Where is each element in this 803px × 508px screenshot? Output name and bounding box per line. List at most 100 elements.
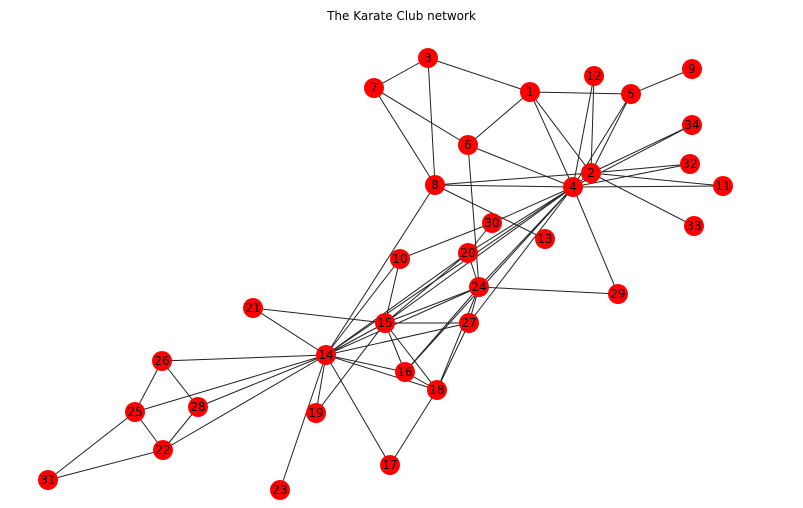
node-22: 22	[153, 440, 173, 460]
node-circle	[418, 48, 438, 68]
node-circle	[459, 313, 479, 333]
edge-4-14	[325, 186, 574, 356]
node-label: 3	[424, 51, 432, 65]
node-label: 12	[586, 69, 601, 83]
node-10: 10	[390, 249, 410, 269]
edge-10-14	[325, 258, 401, 356]
chart-title: The Karate Club network	[327, 9, 476, 23]
edge-3-7	[373, 57, 429, 89]
edge-20-14	[325, 252, 469, 356]
node-circle	[380, 455, 400, 475]
node-21: 21	[243, 298, 263, 318]
edge-18-17	[389, 389, 438, 466]
node-5: 5	[621, 84, 641, 104]
node-31: 31	[38, 470, 58, 490]
node-label: 18	[429, 383, 444, 397]
node-label: 24	[471, 280, 486, 294]
node-27: 27	[459, 313, 479, 333]
node-30: 30	[482, 213, 502, 233]
node-34: 34	[682, 115, 702, 135]
node-19: 19	[306, 403, 326, 423]
node-label: 20	[460, 246, 475, 260]
node-circle	[482, 213, 502, 233]
node-label: 10	[392, 252, 407, 266]
edge-24-14	[325, 286, 480, 356]
edge-22-31	[47, 449, 164, 481]
edge-14-22	[162, 354, 327, 451]
node-label: 19	[308, 406, 323, 420]
node-24: 24	[469, 277, 489, 297]
edge-2-32	[590, 163, 691, 174]
node-circle	[188, 397, 208, 417]
edge-4-16	[404, 186, 574, 373]
edge-4-32	[572, 163, 691, 188]
edge-4-27	[468, 186, 574, 324]
edge-14-25	[134, 354, 327, 413]
node-circle	[395, 362, 415, 382]
node-6: 6	[458, 135, 478, 155]
node-8: 8	[425, 175, 445, 195]
edge-3-8	[427, 57, 436, 186]
node-circle	[125, 402, 145, 422]
edge-27-18	[436, 322, 470, 391]
edges-layer	[47, 57, 724, 491]
edge-8-4	[434, 184, 574, 188]
edge-2-11	[590, 172, 724, 187]
node-circle	[375, 313, 395, 333]
edge-24-18	[436, 286, 480, 391]
edge-4-15	[384, 186, 574, 324]
node-circle	[270, 480, 290, 500]
edge-2-33	[590, 172, 695, 227]
node-label: 17	[382, 458, 397, 472]
edge-1-2	[529, 91, 592, 174]
edge-14-16	[325, 354, 406, 373]
node-2: 2	[581, 163, 601, 183]
node-circle	[581, 163, 601, 183]
edge-7-6	[373, 87, 469, 146]
edge-1-3	[427, 57, 531, 93]
edge-12-4	[572, 75, 595, 188]
node-label: 1	[526, 85, 534, 99]
node-label: 2	[587, 166, 595, 180]
node-circle	[520, 82, 540, 102]
edge-1-4	[529, 91, 574, 188]
node-label: 16	[397, 365, 412, 379]
node-circle	[621, 84, 641, 104]
node-4: 4	[563, 177, 583, 197]
edge-21-14	[252, 307, 327, 356]
edge-6-4	[467, 144, 574, 188]
node-circle	[427, 380, 447, 400]
edge-2-8	[434, 172, 592, 186]
node-label: 22	[155, 443, 170, 457]
edge-25-31	[47, 411, 136, 481]
node-circle	[563, 177, 583, 197]
edge-20-15	[384, 252, 469, 324]
node-label: 34	[684, 118, 699, 132]
node-13: 13	[535, 229, 555, 249]
node-circle	[364, 78, 384, 98]
edge-10-30	[399, 222, 493, 260]
node-label: 26	[154, 354, 169, 368]
node-label: 28	[190, 400, 205, 414]
node-label: 9	[688, 62, 696, 76]
node-label: 15	[377, 316, 392, 330]
node-circle	[390, 249, 410, 269]
node-label: 13	[537, 232, 552, 246]
edge-5-9	[630, 68, 693, 95]
node-circle	[425, 175, 445, 195]
node-32: 32	[680, 154, 700, 174]
edge-14-17	[325, 354, 391, 466]
edge-4-20	[467, 186, 574, 254]
node-circle	[584, 66, 604, 86]
edge-14-18	[325, 354, 438, 391]
edge-1-5	[529, 91, 632, 95]
node-circle	[316, 345, 336, 365]
node-circle	[608, 284, 628, 304]
node-label: 29	[610, 287, 625, 301]
node-label: 30	[484, 216, 499, 230]
edge-15-14	[325, 322, 386, 356]
edge-21-15	[252, 307, 386, 324]
edge-27-14	[325, 322, 470, 356]
node-label: 11	[715, 179, 730, 193]
